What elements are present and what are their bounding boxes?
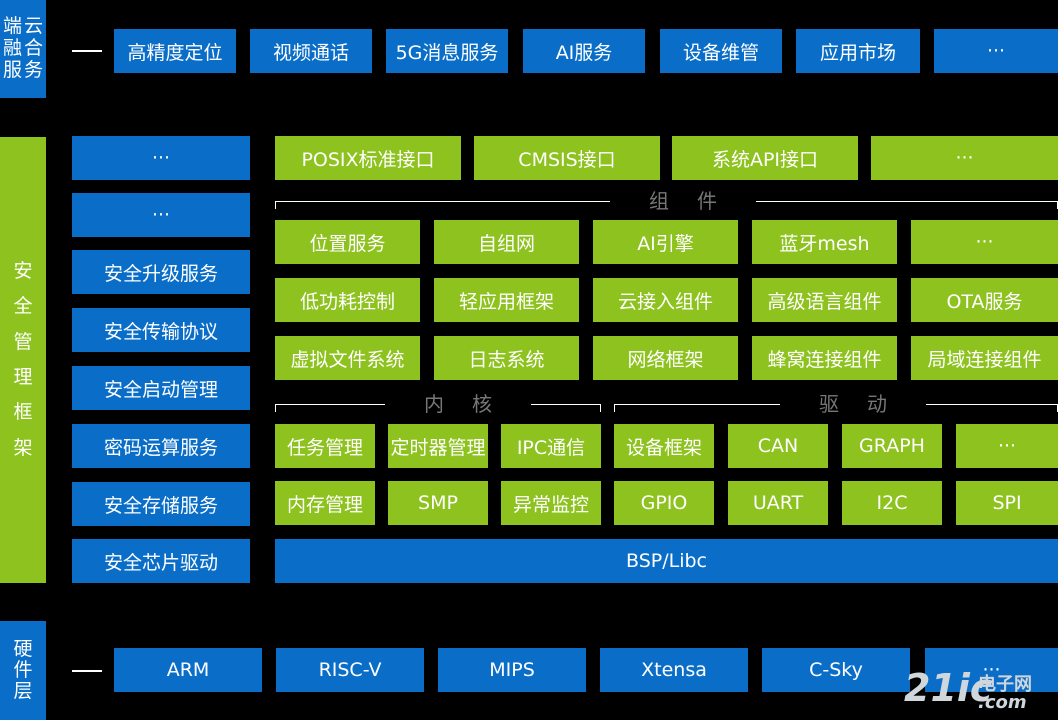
component-item[interactable]: 局域连接组件 — [911, 336, 1058, 380]
security-item[interactable]: 安全启动管理 — [72, 366, 250, 410]
cloud-fusion-label: 端云融合服务 — [0, 0, 46, 98]
top-item[interactable]: 高精度定位 — [114, 29, 236, 73]
cloud-fusion-connector — [72, 50, 102, 52]
component-item[interactable]: 自组网 — [434, 220, 579, 264]
driver-item[interactable]: 设备框架 — [614, 424, 714, 468]
cloud-fusion-char: 端 — [2, 15, 22, 38]
components-title: 组件 — [610, 190, 756, 212]
security-item[interactable]: 安全存储服务 — [72, 482, 250, 526]
component-item[interactable]: 高级语言组件 — [752, 278, 897, 322]
component-item[interactable]: 云接入组件 — [593, 278, 738, 322]
security-item[interactable]: 安全升级服务 — [72, 250, 250, 294]
watermark-cn: 电子网 — [978, 674, 1032, 695]
driver-item[interactable]: CAN — [728, 424, 828, 468]
cloud-fusion-char: 务 — [23, 58, 43, 81]
kernel-item[interactable]: 内存管理 — [275, 481, 375, 525]
component-item[interactable]: OTA服务 — [911, 278, 1058, 322]
driver-item[interactable]: GPIO — [614, 481, 714, 525]
watermark-logo: 21ic — [904, 666, 993, 710]
kernel-item[interactable]: 定时器管理 — [388, 424, 488, 468]
driver-item[interactable]: UART — [728, 481, 828, 525]
hardware-item[interactable]: RISC-V — [276, 648, 424, 692]
api-item[interactable]: CMSIS接口 — [474, 136, 660, 180]
top-item[interactable]: 设备维管 — [660, 29, 782, 73]
security-item[interactable]: 密码运算服务 — [72, 424, 250, 468]
hardware-item[interactable]: Xtensa — [600, 648, 748, 692]
kernel-item[interactable]: 任务管理 — [275, 424, 375, 468]
driver-item[interactable]: GRAPH — [842, 424, 942, 468]
component-item[interactable]: 虚拟文件系统 — [275, 336, 420, 380]
cloud-fusion-char: 服 — [2, 58, 22, 81]
component-item[interactable]: 网络框架 — [593, 336, 738, 380]
driver-item[interactable]: ··· — [956, 424, 1058, 468]
cloud-fusion-char: 融 — [2, 37, 22, 60]
security-framework-label: 安 全 管 理 框 架 — [0, 137, 46, 583]
driver-item[interactable]: I2C — [842, 481, 942, 525]
top-item[interactable]: 应用市场 — [796, 29, 920, 73]
component-item[interactable]: 低功耗控制 — [275, 278, 420, 322]
top-item[interactable]: 5G消息服务 — [386, 29, 508, 73]
top-item[interactable]: 视频通话 — [250, 29, 372, 73]
security-item[interactable]: ··· — [72, 136, 250, 180]
security-item[interactable]: 安全芯片驱动 — [72, 539, 250, 583]
kernel-title: 内核 — [385, 393, 531, 415]
cloud-fusion-char: 云 — [23, 15, 43, 38]
api-item[interactable]: 系统API接口 — [672, 136, 858, 180]
hardware-item[interactable]: ARM — [114, 648, 262, 692]
component-item[interactable]: ··· — [911, 220, 1058, 264]
hardware-item[interactable]: C-Sky — [762, 648, 910, 692]
watermark-domain: .com — [978, 692, 1027, 713]
component-item[interactable]: 蓝牙mesh — [752, 220, 897, 264]
top-item[interactable]: AI服务 — [523, 29, 645, 73]
security-item[interactable]: 安全传输协议 — [72, 308, 250, 352]
top-item[interactable]: ··· — [934, 29, 1058, 73]
cloud-fusion-char: 合 — [23, 37, 43, 60]
component-item[interactable]: 蜂窝连接组件 — [752, 336, 897, 380]
hardware-item[interactable]: ··· — [925, 648, 1058, 692]
hardware-layer-label: 硬 件 层 — [0, 621, 46, 720]
api-item[interactable]: POSIX标准接口 — [275, 136, 461, 180]
api-item[interactable]: ··· — [871, 136, 1058, 180]
security-item[interactable]: ··· — [72, 193, 250, 237]
kernel-item[interactable]: IPC通信 — [501, 424, 601, 468]
driver-item[interactable]: SPI — [956, 481, 1058, 525]
hardware-item[interactable]: MIPS — [438, 648, 586, 692]
component-item[interactable]: 轻应用框架 — [434, 278, 579, 322]
component-item[interactable]: 位置服务 — [275, 220, 420, 264]
hardware-connector — [72, 670, 102, 672]
kernel-item[interactable]: SMP — [388, 481, 488, 525]
component-item[interactable]: AI引擎 — [593, 220, 738, 264]
driver-title: 驱动 — [780, 393, 926, 415]
bsp-libc-bar[interactable]: BSP/Libc — [275, 539, 1058, 583]
kernel-item[interactable]: 异常监控 — [501, 481, 601, 525]
component-item[interactable]: 日志系统 — [434, 336, 579, 380]
